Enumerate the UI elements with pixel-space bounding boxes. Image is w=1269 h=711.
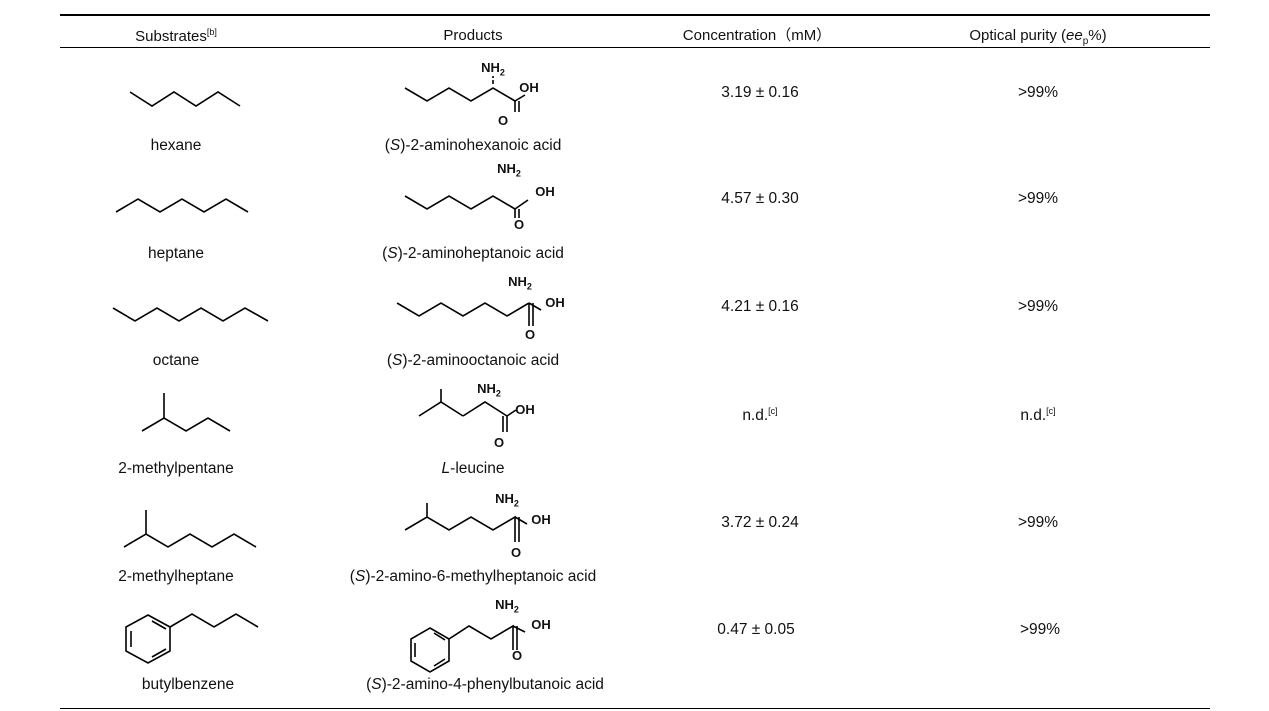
purity-value: >99% xyxy=(1017,514,1059,531)
substrate-name: 2-methylpentane xyxy=(118,460,234,477)
substrate-name: 2-methylheptane xyxy=(118,568,234,585)
header-substrates: Substrates[b] xyxy=(135,27,217,45)
amine-label: NH2 xyxy=(477,381,501,399)
table-bottom-rule xyxy=(60,708,1210,709)
concentration-value: 4.57 ± 0.30 xyxy=(721,190,799,207)
amine-label: NH2 xyxy=(495,597,519,615)
amine-label: NH2 xyxy=(481,60,505,78)
concentration-value: 4.21 ± 0.16 xyxy=(721,298,799,315)
substrate-name: butylbenzene xyxy=(141,676,235,693)
hydroxyl-label: OH xyxy=(531,512,551,527)
product-name: (S)-2-amino-4-phenylbutanoic acid xyxy=(366,676,604,693)
substrate-name: octane xyxy=(152,352,200,369)
hydroxyl-label: OH xyxy=(545,295,565,310)
oxygen-label: O xyxy=(497,113,509,128)
header-optical-purity: Optical purity (eep%) xyxy=(969,27,1107,47)
substrate-name: heptane xyxy=(147,245,205,262)
purity-value: >99% xyxy=(1017,190,1059,207)
concentration-value: 3.19 ± 0.16 xyxy=(721,84,799,101)
oxygen-label: O xyxy=(510,545,522,560)
concentration-value: 0.47 ± 0.05 xyxy=(717,621,795,638)
header-concentration: Concentration（mM） xyxy=(682,27,832,44)
substrate-name: hexane xyxy=(150,137,202,154)
amine-label: NH2 xyxy=(495,491,519,509)
oxygen-label: O xyxy=(493,435,505,450)
concentration-value: 3.72 ± 0.24 xyxy=(721,514,799,531)
hydroxyl-label: OH xyxy=(535,184,555,199)
table-header-rule xyxy=(60,47,1210,48)
hydroxyl-label: OH xyxy=(515,402,535,417)
oxygen-label: O xyxy=(511,648,523,663)
header-products: Products xyxy=(443,27,503,44)
oxygen-label: O xyxy=(513,217,525,232)
product-name: (S)-2-amino-6-methylheptanoic acid xyxy=(349,568,597,585)
purity-value: >99% xyxy=(1017,298,1059,315)
product-name: (S)-2-aminoheptanoic acid xyxy=(382,245,564,262)
header-substrates-note: [b] xyxy=(206,27,217,37)
purity-value: >99% xyxy=(1019,621,1061,638)
hydroxyl-label: OH xyxy=(519,80,539,95)
concentration-value: n.d.[c] xyxy=(742,406,778,424)
oxygen-label: O xyxy=(524,327,536,342)
purity-value: n.d.[c] xyxy=(1020,406,1056,424)
purity-value: >99% xyxy=(1017,84,1059,101)
amine-label: NH2 xyxy=(508,274,532,292)
product-name: (S)-2-aminohexanoic acid xyxy=(384,137,562,154)
product-name: (S)-2-aminooctanoic acid xyxy=(386,352,560,369)
table-top-rule xyxy=(60,14,1210,16)
hydroxyl-label: OH xyxy=(531,617,551,632)
product-name: L-leucine xyxy=(441,460,505,477)
amine-label: NH2 xyxy=(497,161,521,179)
